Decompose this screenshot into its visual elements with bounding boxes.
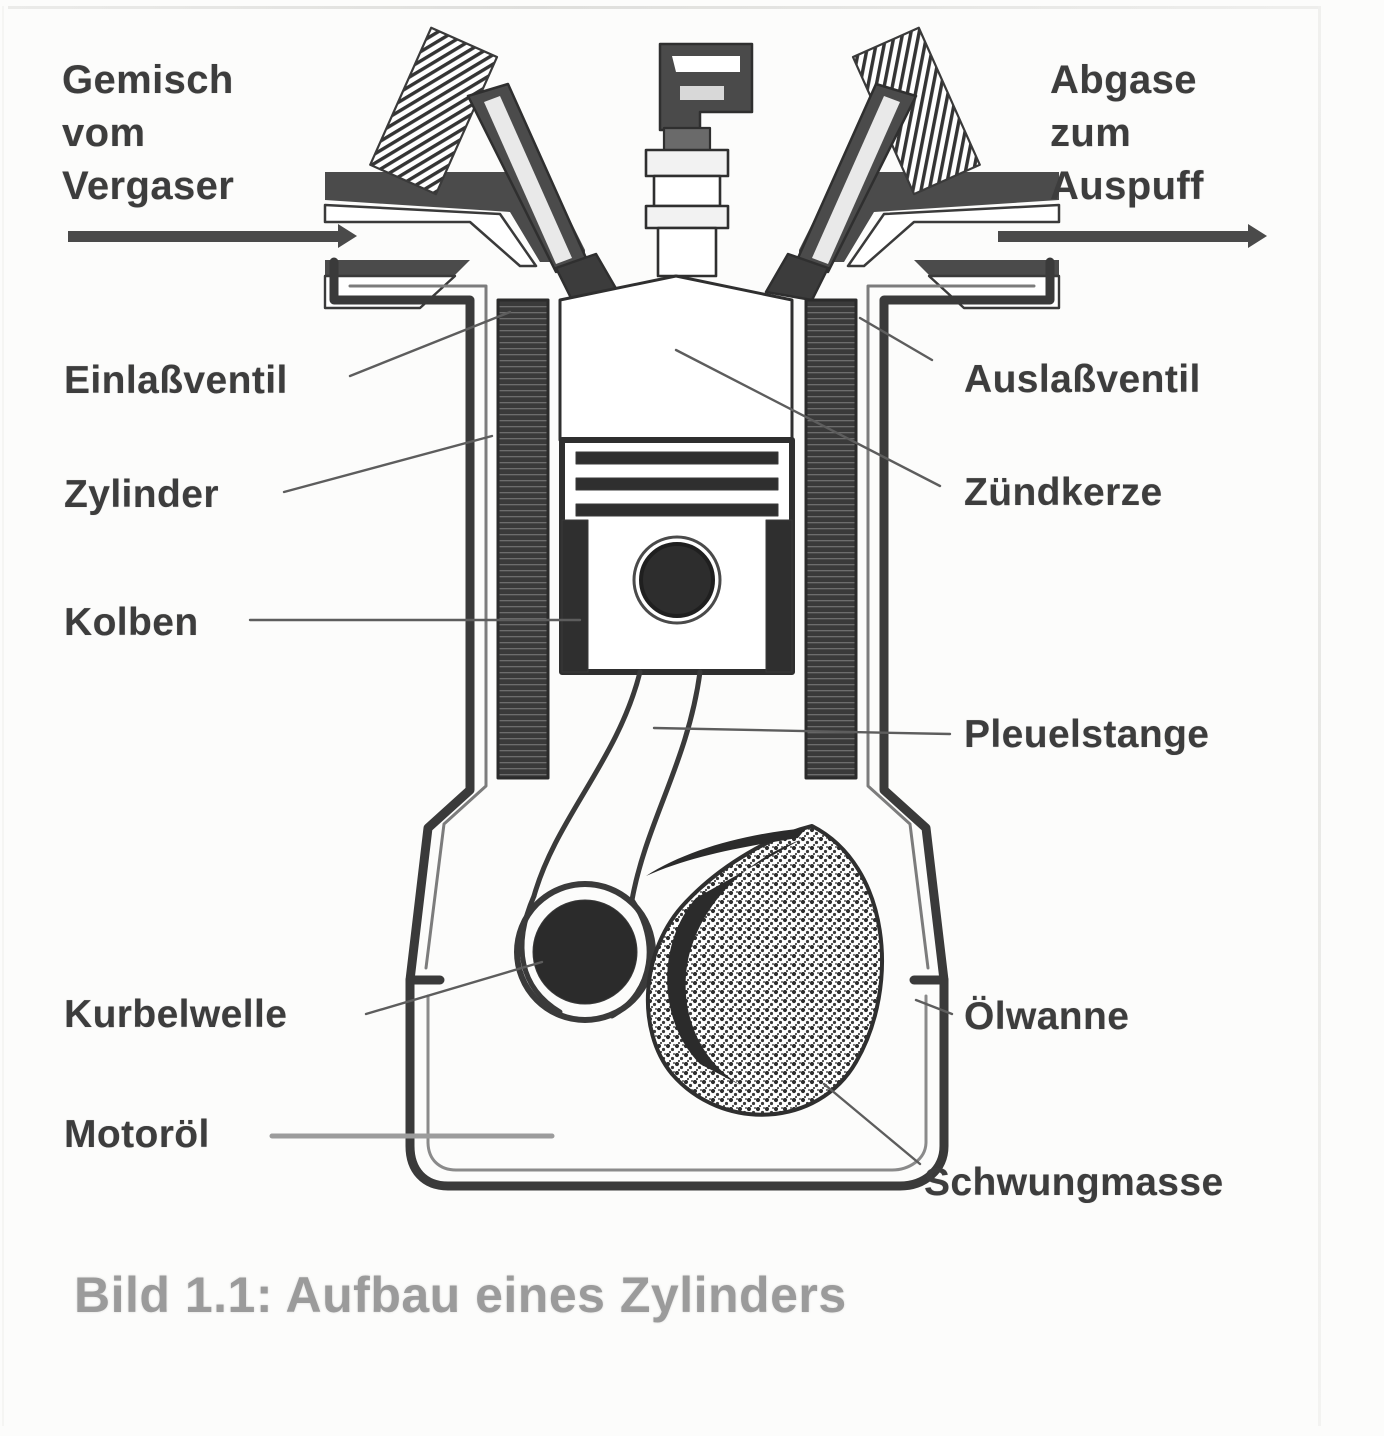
label-crankshaft: Kurbelwelle (64, 993, 288, 1036)
oil-pan (426, 994, 928, 1172)
label-flywheel: Schwungmasse (924, 1161, 1224, 1204)
scan-edge-left (2, 6, 4, 1426)
exhaust-flow-label-line3: Auspuff (1050, 164, 1204, 208)
intake-flow-arrow (68, 224, 357, 248)
intake-valve (369, 26, 620, 302)
scan-edge-top (8, 6, 1318, 9)
cylinder (329, 257, 1055, 985)
leader-lines (248, 310, 954, 1166)
figure-caption: Bild 1.1: Aufbau eines Zylinders (74, 1267, 847, 1323)
exhaust-valve (764, 26, 981, 302)
leader-connecting-rod (652, 726, 952, 736)
exhaust-flow-arrow (998, 224, 1267, 248)
label-connecting-rod: Pleuelstange (964, 713, 1210, 756)
leader-flywheel (822, 1082, 922, 1166)
intake-flow-label-line1: Gemisch (62, 58, 234, 102)
leader-spark-plug (674, 348, 942, 488)
leader-cylinder (282, 434, 494, 494)
label-piston: Kolben (64, 601, 199, 644)
spark-plug (644, 42, 754, 299)
intake-flow-label-line3: Vergaser (62, 164, 235, 208)
scan-edge-right (1318, 6, 1321, 1426)
label-spark-plug: Zündkerze (964, 471, 1163, 514)
exhaust-flow-label-line2: zum (1050, 111, 1132, 155)
combustion-chamber (558, 274, 794, 442)
leader-crankshaft (364, 960, 544, 1016)
intake-flow-label-line2: vom (62, 111, 146, 155)
exhaust-flow-label-line1: Abgase (1050, 58, 1197, 102)
label-exhaust-valve: Auslaßventil (964, 358, 1201, 401)
flywheel (645, 824, 885, 1117)
leader-oil-pan (914, 998, 954, 1016)
label-oil-pan: Ölwanne (964, 995, 1130, 1038)
label-intake-valve: Einlaßventil (64, 359, 288, 402)
label-engine-oil: Motoröl (64, 1113, 210, 1156)
crankshaft (514, 881, 656, 1023)
leader-exhaust-valve (858, 316, 934, 362)
piston (559, 437, 795, 675)
crankcase (405, 975, 949, 1191)
leader-intake-valve (348, 310, 512, 378)
label-cylinder: Zylinder (64, 473, 219, 516)
